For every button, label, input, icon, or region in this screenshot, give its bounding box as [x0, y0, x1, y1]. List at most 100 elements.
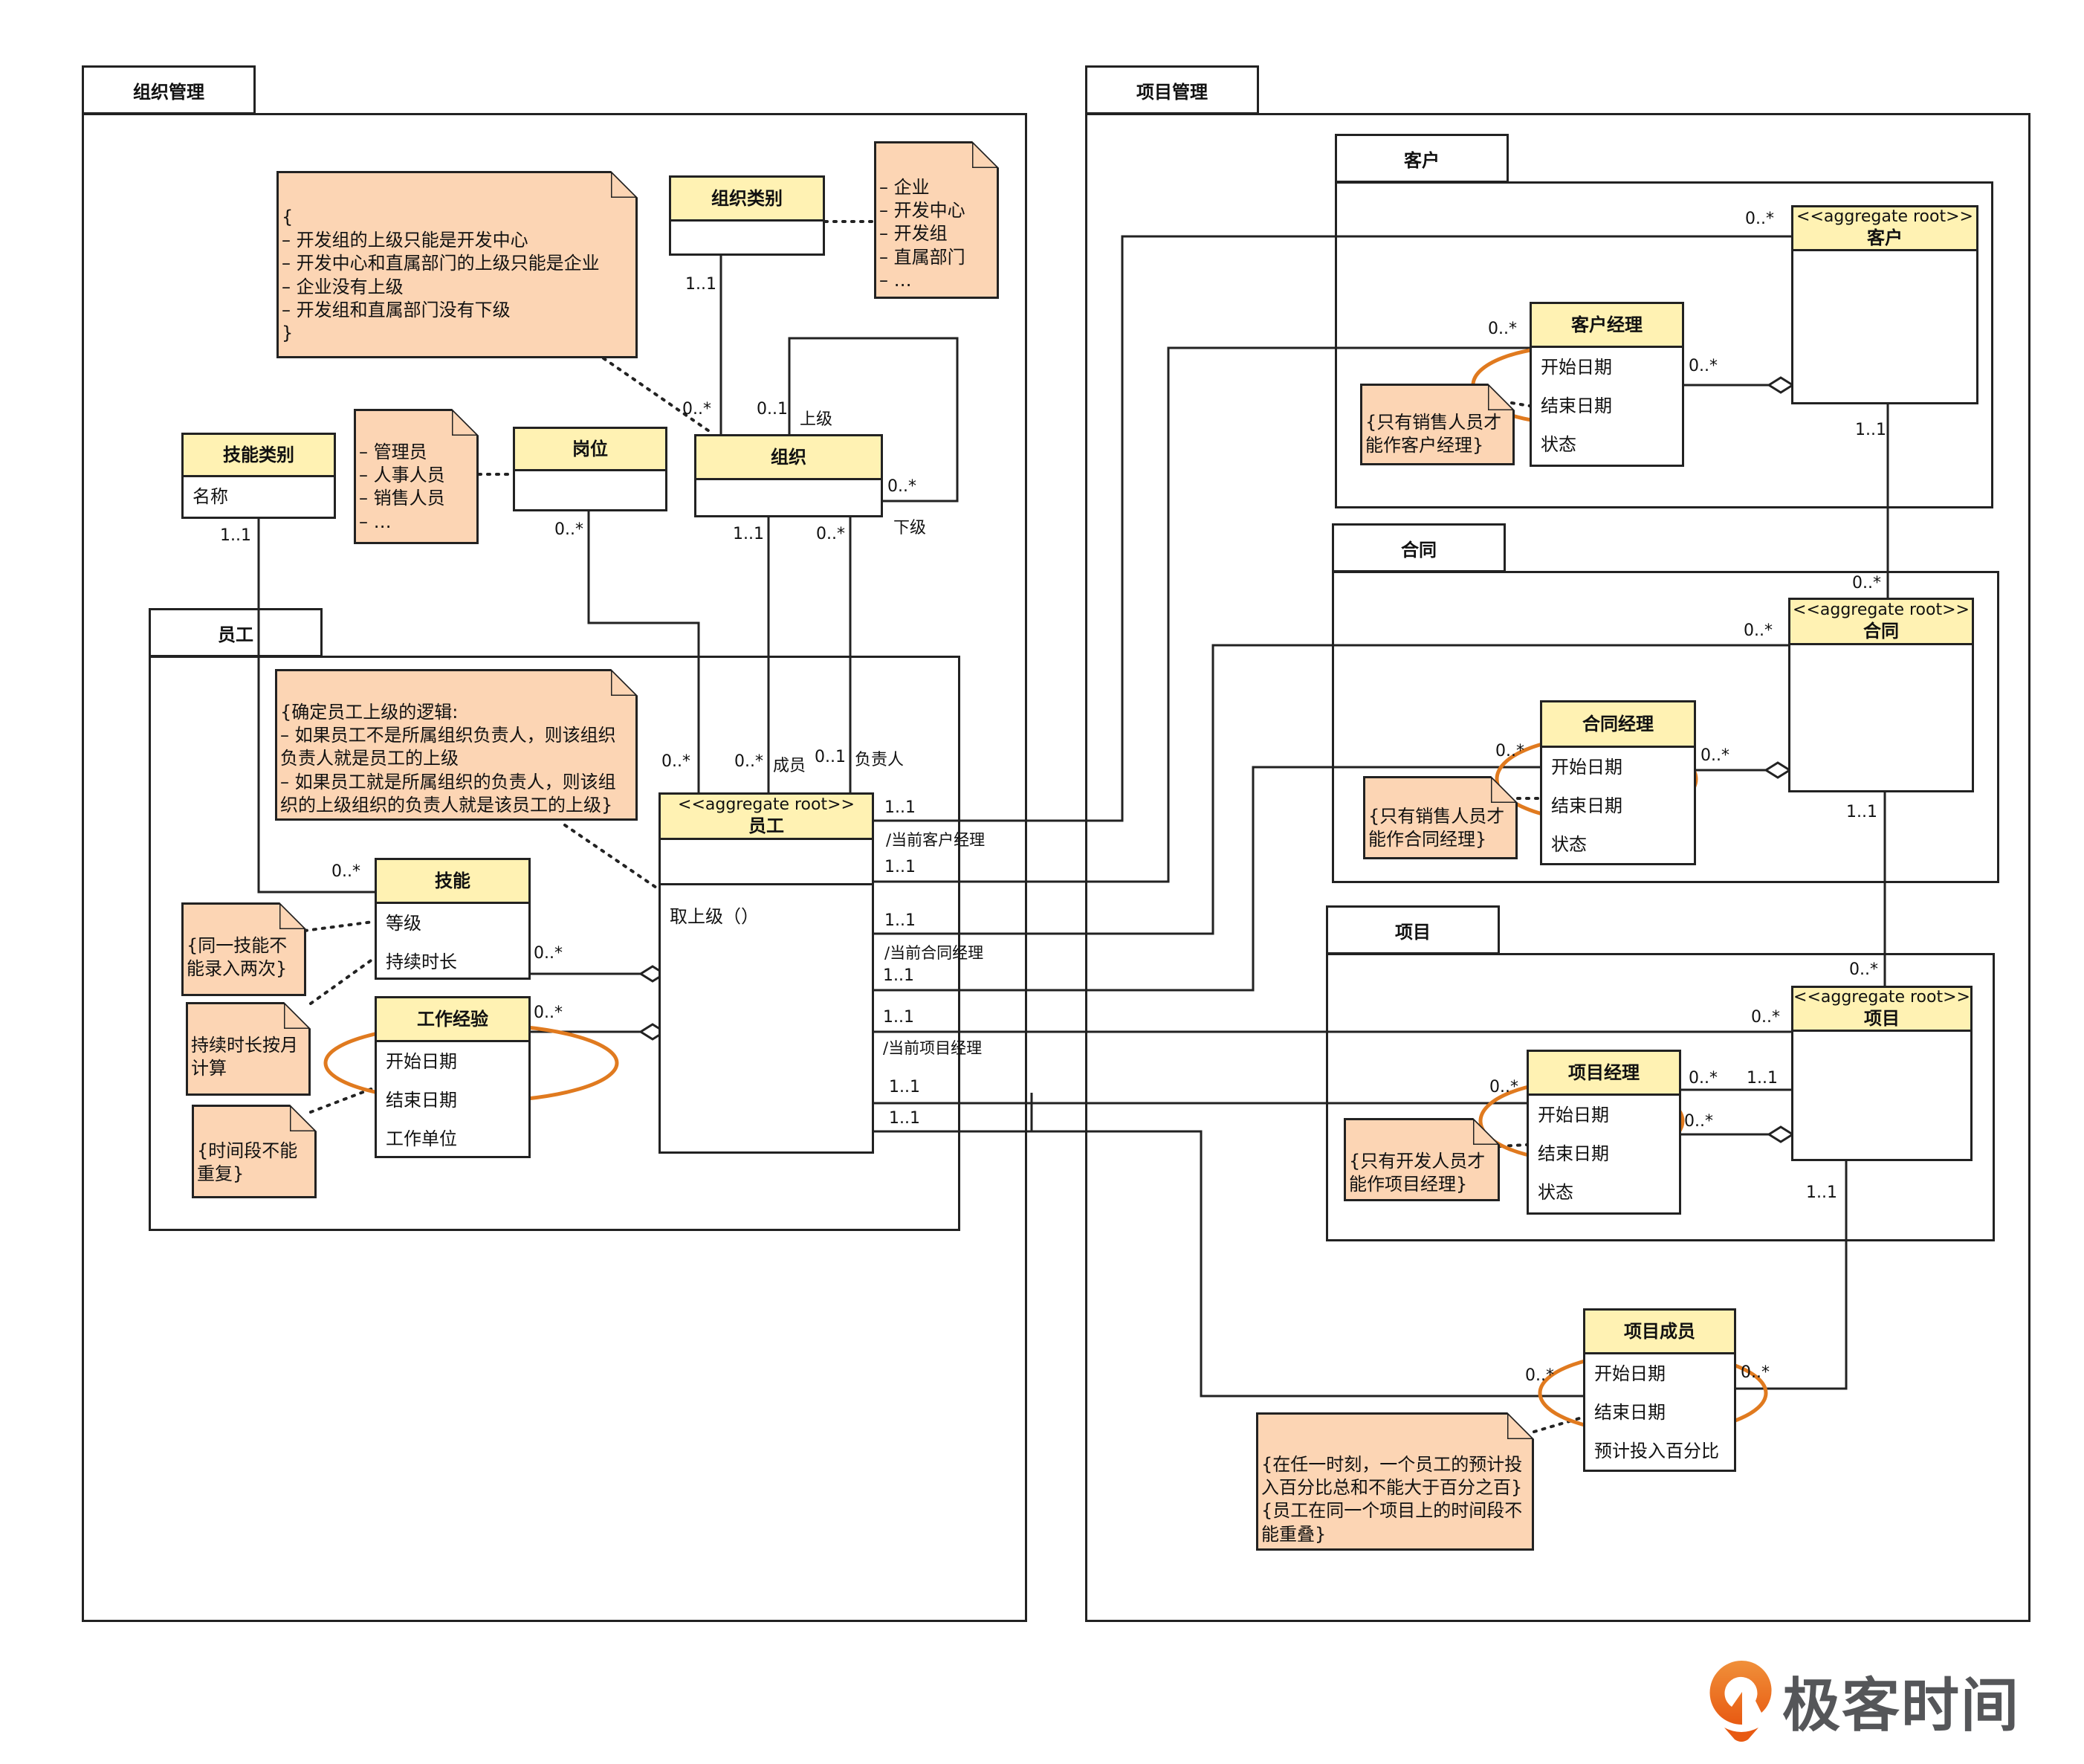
note-fold-corner	[290, 1105, 317, 1131]
note-org-types: – 企业 – 开发中心 – 开发组 – 直属部门 – …	[874, 141, 999, 299]
assoc-employee-customer	[874, 235, 1791, 822]
multiplicity-label: 0..*	[1525, 1366, 1554, 1385]
multiplicity-label: 0..*	[1852, 574, 1881, 592]
multiplicity-label: 0..*	[734, 752, 763, 771]
class-skill[interactable]: 技能 等级 持续时长	[375, 858, 531, 980]
class-org-type[interactable]: 组织类别	[669, 175, 825, 256]
multiplicity-label: 0..*	[661, 752, 690, 771]
class-name: 项目成员	[1624, 1320, 1695, 1342]
stereotype: <<aggregate root>>	[678, 795, 855, 815]
note-anchor	[1533, 1415, 1586, 1433]
class-position[interactable]: 岗位	[513, 427, 667, 511]
class-header: 技能	[377, 860, 528, 904]
attribute: 开始日期	[1551, 757, 1622, 778]
stereotype: <<aggregate root>>	[1796, 207, 1973, 227]
multiplicity-label: 0..1	[757, 400, 788, 419]
class-name: 技能类别	[223, 444, 294, 465]
note-anchor	[563, 824, 660, 891]
class-name: 技能	[435, 870, 470, 891]
role-label: 下级	[893, 519, 927, 537]
attribute: 持续时长	[386, 952, 457, 972]
class-name: 岗位	[572, 438, 608, 459]
attribute: 开始日期	[1594, 1363, 1666, 1384]
class-project[interactable]: <<aggregate root>> 项目	[1791, 986, 1973, 1161]
multiplicity-label: 0..*	[816, 525, 845, 543]
class-project-manager[interactable]: 项目经理 开始日期 结束日期 状态	[1527, 1050, 1681, 1215]
multiplicity-label: 1..1	[884, 911, 916, 930]
package-contract	[1332, 571, 1999, 883]
attribute: 状态	[1541, 434, 1576, 455]
attribute: 等级	[386, 913, 421, 934]
class-customer[interactable]: <<aggregate root>> 客户	[1791, 205, 1978, 404]
attributes-compartment	[661, 840, 872, 883]
class-project-member[interactable]: 项目成员 开始日期 结束日期 预计投入百分比	[1583, 1308, 1736, 1472]
package-title: 员工	[218, 624, 253, 645]
assoc-employee-member-path	[919, 1130, 1585, 1398]
attribute: 状态	[1551, 834, 1587, 855]
class-header: <<aggregate root>> 合同	[1790, 600, 1972, 645]
role-label: 成员	[773, 757, 806, 775]
attribute: 开始日期	[1538, 1105, 1609, 1125]
package-title: 项目管理	[1136, 81, 1208, 103]
note-fold-corner	[279, 902, 306, 929]
class-org[interactable]: 组织	[694, 434, 883, 517]
multiplicity-label: 1..1	[1855, 421, 1886, 439]
class-skill-type[interactable]: 技能类别 名称	[181, 433, 336, 519]
class-name: 客户经理	[1571, 314, 1643, 335]
note-fold-corner	[1488, 384, 1515, 410]
multiplicity-label: 1..1	[1806, 1183, 1837, 1202]
class-header: <<aggregate root>> 项目	[1793, 988, 1970, 1032]
assoc-employee-contractmgr	[874, 766, 1540, 992]
multiplicity-label: 0..*	[682, 400, 711, 419]
class-contract-manager[interactable]: 合同经理 开始日期 结束日期 状态	[1540, 700, 1696, 865]
class-name: 项目	[1864, 1007, 1900, 1029]
note-anchor	[303, 920, 375, 932]
package-tab-org-management[interactable]: 组织管理	[82, 65, 256, 114]
package-tab-project[interactable]: 项目	[1326, 905, 1500, 954]
class-contract[interactable]: <<aggregate root>> 合同	[1788, 598, 1974, 792]
attribute: 名称	[192, 486, 228, 507]
geektime-logo-icon	[1709, 1660, 1772, 1742]
package-title: 项目	[1395, 921, 1431, 943]
multiplicity-label: 0..*	[1700, 746, 1729, 765]
class-name: 工作经验	[417, 1008, 488, 1030]
package-title: 合同	[1401, 539, 1437, 560]
package-project-management	[1085, 113, 2030, 1622]
package-org-management	[82, 113, 1027, 1622]
package-tab-customer[interactable]: 客户	[1335, 134, 1509, 183]
multiplicity-label: 0..*	[1684, 1112, 1713, 1131]
package-project	[1326, 953, 1995, 1241]
multiplicity-label: 1..1	[889, 1109, 920, 1128]
multiplicity-label: 0..*	[554, 520, 583, 539]
class-employee[interactable]: <<aggregate root>> 员工 取上级（）	[658, 792, 874, 1154]
assoc-org-self	[788, 337, 959, 503]
class-header: 组织	[696, 436, 881, 480]
class-customer-manager[interactable]: 客户经理 开始日期 结束日期 状态	[1530, 302, 1684, 467]
attribute: 开始日期	[386, 1051, 457, 1072]
multiplicity-label: 1..1	[685, 275, 716, 294]
multiplicity-label: 1..1	[884, 858, 916, 876]
multiplicity-label: 1..1	[1747, 1069, 1778, 1088]
class-header: <<aggregate root>> 客户	[1793, 207, 1976, 251]
multiplicity-label: 0..*	[887, 477, 916, 496]
note-anchor	[309, 1087, 375, 1114]
package-employee	[149, 656, 960, 1231]
note-fold-corner	[1473, 1118, 1500, 1145]
aggregation-diamond	[1767, 1125, 1795, 1143]
class-header: 技能类别	[184, 435, 334, 477]
package-customer	[1335, 181, 1993, 508]
attribute: 结束日期	[1538, 1143, 1609, 1164]
class-work-experience[interactable]: 工作经验 开始日期 结束日期 工作单位	[375, 996, 531, 1158]
class-name: 组织	[771, 446, 806, 468]
multiplicity-label: 0..*	[1849, 960, 1878, 979]
note-contract-manager-rule: {只有销售人员才能作合同经理}	[1363, 776, 1518, 859]
role-label: 负责人	[855, 751, 905, 769]
multiplicity-label: 0..*	[331, 862, 360, 881]
attribute: 结束日期	[1551, 795, 1622, 816]
package-tab-contract[interactable]: 合同	[1332, 523, 1506, 572]
class-header: 合同经理	[1542, 702, 1694, 748]
multiplicity-label: 0..*	[534, 944, 563, 963]
aggregation-diamond	[1764, 761, 1792, 779]
class-name: 员工	[748, 815, 784, 836]
multiplicity-label: 0..*	[1689, 357, 1718, 375]
